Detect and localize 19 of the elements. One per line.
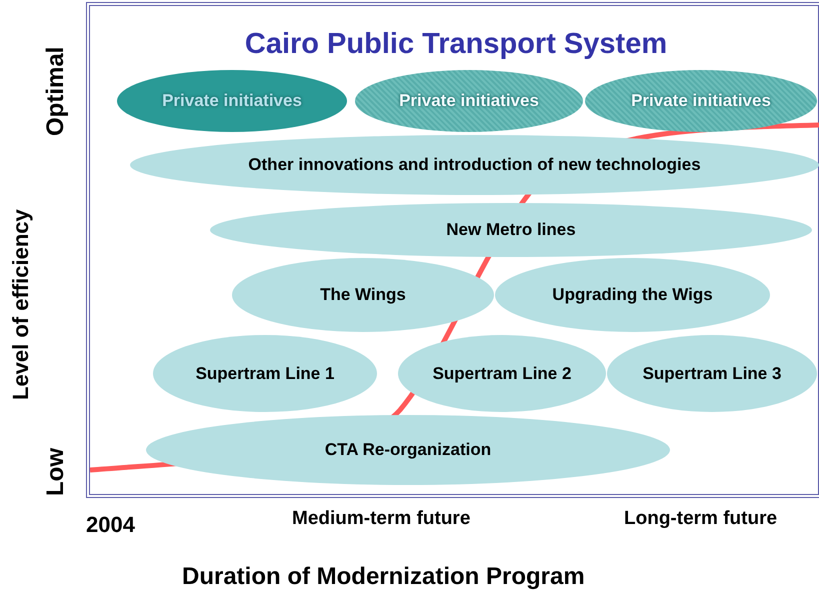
axis-tick-label: Low xyxy=(42,448,70,496)
axis-title: Level of efficiency xyxy=(8,209,34,400)
ellipse-label: Supertram Line 1 xyxy=(196,364,334,384)
ellipse-label: The Wings xyxy=(320,285,406,305)
ellipse-label: Private initiatives xyxy=(162,91,302,111)
ellipse-label: CTA Re-organization xyxy=(324,440,492,460)
ellipse-label: Private initiatives xyxy=(631,91,771,111)
ellipse-label: Upgrading the Wigs xyxy=(552,285,713,305)
ellipse-label: Supertram Line 2 xyxy=(432,364,572,384)
axis-tick-label: Long-term future xyxy=(624,508,778,530)
ellipse-label: New Metro lines xyxy=(446,220,576,240)
ellipse-label: Private initiatives xyxy=(399,91,539,111)
axis-tick-label: Optimal xyxy=(42,46,70,136)
axis-title: Duration of Modernization Program xyxy=(182,563,585,591)
diagram-title: Cairo Public Transport System xyxy=(244,28,668,61)
ellipse-label: Other innovations and introduction of new technologies xyxy=(248,155,701,175)
axis-tick-label: 2004 xyxy=(86,512,135,538)
axis-tick-label: Medium-term future xyxy=(292,508,470,530)
ellipse-label: Supertram Line 3 xyxy=(642,364,782,384)
